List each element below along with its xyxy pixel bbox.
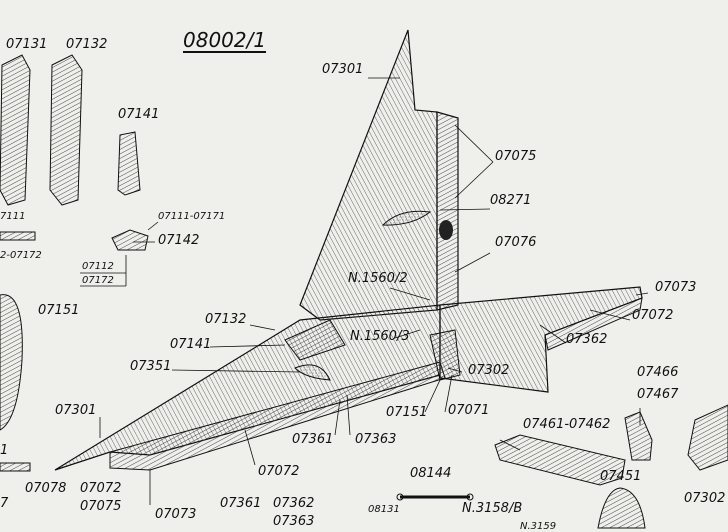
label-7-edge: 7: [0, 496, 9, 511]
label-07075-bl: 07075: [80, 499, 122, 514]
rod-bottom-left: [0, 462, 31, 472]
label-07141-top: 07141: [118, 107, 160, 122]
label-07172: 07172: [82, 275, 114, 286]
label-07363-mid: 07363: [355, 432, 397, 447]
label-08144: 08144: [410, 466, 452, 481]
fitting-07142: [111, 229, 149, 251]
label-N1560-3: N.1560/3: [350, 329, 410, 344]
label-07075-top: 07075: [495, 149, 537, 164]
diagram-title: 08002/1: [183, 28, 267, 53]
label-08131: 08131: [368, 504, 400, 515]
label-07362: 07362: [566, 332, 608, 347]
label-07072-bl: 07072: [80, 481, 122, 496]
leader-lines: [80, 77, 649, 505]
label-07112: 07112: [82, 261, 114, 272]
label-07072-bottom: 07072: [258, 464, 300, 479]
label-1-edge: 1: [0, 443, 9, 458]
label-07142: 07142: [158, 233, 200, 248]
label-N3158B: N.3158/B: [462, 501, 523, 516]
label-N1560-2: N.1560/2: [348, 271, 408, 286]
label-07078: 07078: [25, 481, 67, 496]
fin-opening: [439, 220, 453, 240]
right-elevator: [544, 297, 643, 351]
left-elevator-edge: [109, 361, 446, 471]
label-07132-top: 07132: [66, 37, 108, 52]
fairing-08271: [381, 210, 432, 226]
label-07451: 07451: [600, 469, 642, 484]
hinge-07302: [429, 329, 461, 381]
label-07363-bottom: 07363: [273, 514, 315, 529]
label-07361-mid: 07361: [292, 432, 334, 447]
label-07072-right: 07072: [632, 308, 674, 323]
fillet-07351: [294, 364, 331, 381]
label-07301-left: 07301: [55, 403, 97, 418]
label-07466: 07466: [637, 365, 679, 380]
part-07466-07467: [624, 411, 653, 461]
part-07141-top: [117, 131, 141, 196]
bolt-left: [0, 231, 36, 241]
label-07131: 07131: [6, 37, 48, 52]
label-07302-right: 07302: [684, 491, 726, 506]
part-07302-right: [687, 404, 728, 471]
label-07151-mid: 07151: [386, 405, 428, 420]
part-07461-07462: [494, 434, 626, 486]
label-07111-edge: 7111: [0, 211, 26, 222]
label-07073-bottom: 07073: [155, 507, 197, 522]
label-07351: 07351: [130, 359, 172, 374]
label-07132-mid: 07132: [205, 312, 247, 327]
label-07361-bottom: 07361: [220, 496, 262, 511]
label-07362-bottom: 07362: [273, 496, 315, 511]
label-07172-edge: 2-07172: [0, 250, 42, 261]
label-N3159: N.3159: [520, 521, 557, 532]
rib-07132: [49, 54, 83, 206]
label-07461-07462: 07461-07462: [523, 417, 611, 432]
fillet-07141: [284, 319, 346, 361]
part-07451: [597, 487, 646, 529]
label-07301-top: 07301: [322, 62, 364, 77]
label-07467: 07467: [637, 387, 679, 402]
rib-07131: [0, 54, 31, 206]
rudder-panel: [436, 111, 459, 311]
label-07073-right: 07073: [655, 280, 697, 295]
rib-07151: [0, 294, 23, 431]
label-07151-left: 07151: [38, 303, 80, 318]
label-07111-07171: 07111-07171: [158, 211, 226, 222]
label-08271: 08271: [490, 193, 532, 208]
label-07076: 07076: [495, 235, 537, 250]
label-07302: 07302: [468, 363, 510, 378]
label-07141-mid: 07141: [170, 337, 212, 352]
label-07071: 07071: [448, 403, 490, 418]
